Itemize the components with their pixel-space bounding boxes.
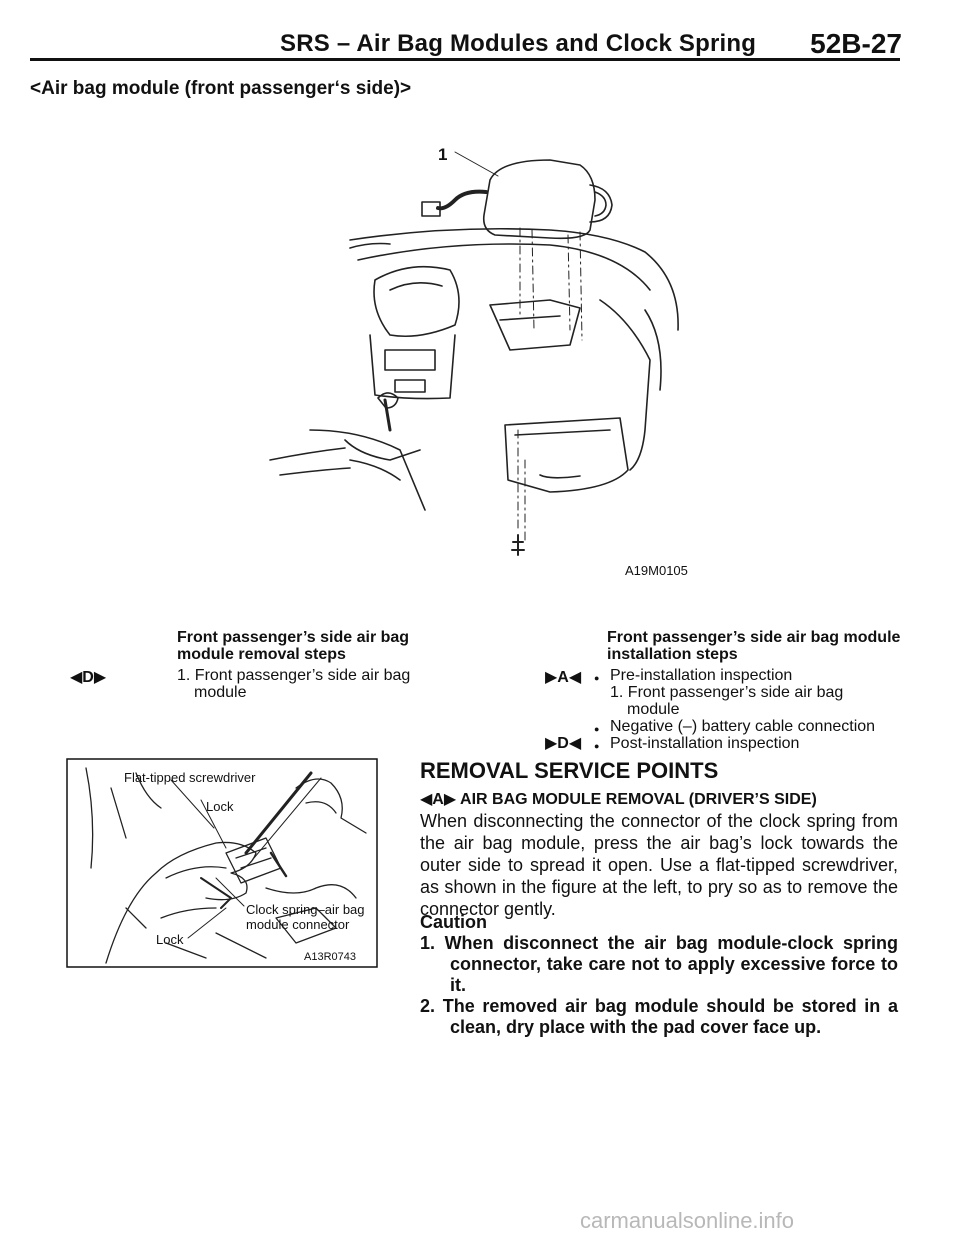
service-points-subheading: ◀A▶ AIR BAG MODULE REMOVAL (DRIVER’S SID… — [420, 791, 817, 808]
installation-step: Post-installation inspection — [594, 735, 910, 755]
section-heading: <Air bag module (front passenger‘s side)… — [30, 78, 412, 99]
installation-service-marker-a: ▶A◀ — [545, 669, 582, 686]
service-paragraph: When disconnecting the connector of the … — [420, 811, 898, 919]
screwdriver-label: Flat-tipped screwdriver — [124, 770, 256, 785]
caution-item: 2. The removed air bag module should be … — [420, 996, 898, 1037]
removal-step-line2: module — [194, 684, 247, 701]
watermark: carmanualsonline.info — [580, 1208, 795, 1233]
installation-step-continuation: module — [627, 701, 680, 718]
airbag-module-shape — [482, 159, 596, 240]
caution-label: Caution — [420, 912, 487, 932]
lock-label-top: Lock — [206, 799, 234, 814]
caution-list: 1. When disconnect the air bag module-cl… — [420, 933, 898, 1038]
installation-steps-list: Pre-installation inspection 1. Front pas… — [594, 667, 910, 755]
installation-step: Negative (–) battery cable connection — [594, 718, 910, 738]
removal-step-line1: 1. Front passenger’s side air bag — [177, 667, 411, 684]
header-rule — [30, 58, 900, 61]
page-header-title: SRS – Air Bag Modules and Clock Spring — [280, 30, 757, 57]
service-points-heading: REMOVAL SERVICE POINTS — [420, 758, 719, 783]
connector-label-line2: module connector — [246, 917, 350, 932]
caution-item: 1. When disconnect the air bag module-cl… — [420, 933, 898, 995]
connector-label-line1: Clock spring–air bag — [246, 902, 365, 917]
figure1-code: A19M0105 — [625, 563, 688, 578]
removal-steps-title: Front passenger’s side air bag module re… — [177, 629, 410, 663]
installation-step: 1. Front passenger’s side air bag — [610, 684, 844, 701]
lock-label-bottom: Lock — [156, 932, 184, 947]
installation-step: Pre-installation inspection — [594, 667, 910, 687]
dashboard-airbag-figure: 1 A19M0105 — [269, 145, 688, 578]
installation-steps-title: Front passenger’s side air bag module in… — [607, 629, 901, 663]
page-number: 52B-27 — [810, 28, 902, 59]
figure1-callout: 1 — [438, 145, 447, 164]
installation-service-marker-d: ▶D◀ — [545, 735, 582, 752]
figure2-code: A13R0743 — [304, 951, 356, 963]
removal-service-marker: ◀D▶ — [70, 669, 107, 686]
connector-removal-figure: Flat-tipped screwdriver Lock Clock sprin… — [66, 758, 378, 968]
removal-step-item: 1. Front passenger’s side air bag module — [177, 667, 427, 701]
